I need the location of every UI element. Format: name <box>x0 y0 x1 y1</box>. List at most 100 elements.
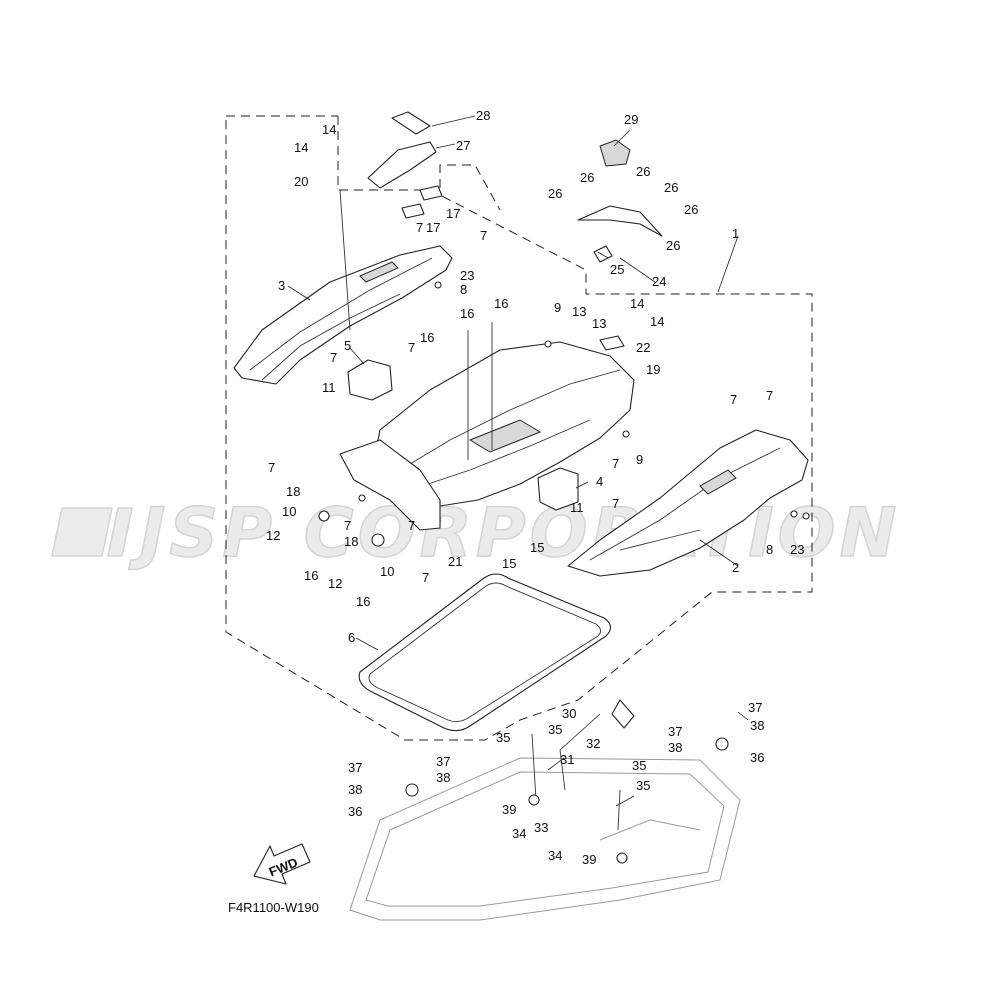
callout-26: 26 <box>548 186 562 201</box>
watermark: JSP CORPORATION <box>51 493 900 574</box>
clip-17b <box>419 185 443 201</box>
cap-29 <box>599 139 631 167</box>
callout-34: 34 <box>548 848 562 863</box>
callout-11: 11 <box>322 380 336 395</box>
callout-23: 23 <box>460 268 474 283</box>
callout-31: 31 <box>560 752 574 767</box>
right-side-cover <box>567 429 809 577</box>
left-bracket <box>339 439 441 531</box>
callout-2: 2 <box>732 560 739 575</box>
callout-26: 26 <box>666 238 680 253</box>
callout-35: 35 <box>632 758 646 773</box>
callout-21: 21 <box>448 554 462 569</box>
callout-23: 23 <box>790 542 804 557</box>
diagram-code: F4R1100-W190 <box>228 900 319 915</box>
callout-24: 24 <box>652 274 666 289</box>
callout-37: 37 <box>348 760 362 775</box>
assembly-outline <box>225 115 813 741</box>
callout-13: 13 <box>572 304 586 319</box>
callout-12: 12 <box>328 576 342 591</box>
callout-34: 34 <box>512 826 526 841</box>
callout-8: 8 <box>766 542 773 557</box>
callout-25: 25 <box>610 262 624 277</box>
callout-26: 26 <box>664 180 678 195</box>
clip-25 <box>593 245 613 263</box>
callout-26: 26 <box>684 202 698 217</box>
pad-4 <box>537 467 579 511</box>
fwd-arrow-icon: FWD <box>253 843 311 885</box>
callout-37: 37 <box>436 754 450 769</box>
callout-14: 14 <box>650 314 664 329</box>
callout-7: 7 <box>422 570 429 585</box>
callout-7: 7 <box>268 460 275 475</box>
callout-39: 39 <box>582 852 596 867</box>
callout-14: 14 <box>630 296 644 311</box>
callout-7: 7 <box>612 496 619 511</box>
callout-38: 38 <box>348 782 362 797</box>
callout-7: 7 <box>408 340 415 355</box>
callout-7: 7 <box>766 388 773 403</box>
callout-33: 33 <box>534 820 548 835</box>
callout-16: 16 <box>460 306 474 321</box>
callout-12: 12 <box>266 528 280 543</box>
callout-30: 30 <box>562 706 576 721</box>
callout-7: 7 <box>408 518 415 533</box>
bracket-24 <box>577 205 663 237</box>
pad-5 <box>347 359 393 401</box>
callout-7: 7 <box>730 392 737 407</box>
callout-16: 16 <box>356 594 370 609</box>
callout-17: 17 <box>426 220 440 235</box>
callout-14: 14 <box>322 122 336 137</box>
callout-6: 6 <box>348 630 355 645</box>
watermark-text: JSP CORPORATION <box>128 494 900 573</box>
callout-26: 26 <box>636 164 650 179</box>
callout-35: 35 <box>496 730 510 745</box>
plate-28 <box>391 111 431 135</box>
callout-29: 29 <box>624 112 638 127</box>
callout-37: 37 <box>748 700 762 715</box>
callout-37: 37 <box>668 724 682 739</box>
seal-6 <box>358 573 612 732</box>
callout-18: 18 <box>286 484 300 499</box>
left-side-cover <box>233 245 453 385</box>
callout-26: 26 <box>580 170 594 185</box>
callout-35: 35 <box>636 778 650 793</box>
callout-38: 38 <box>436 770 450 785</box>
callout-36: 36 <box>348 804 362 819</box>
callout-labels: 1 2 3 4 5 6 7 7 7 7 7 7 7 7 7 7 7 7 8 8 … <box>266 108 804 867</box>
callout-3: 3 <box>278 278 285 293</box>
callout-39: 39 <box>502 802 516 817</box>
callout-7: 7 <box>344 518 351 533</box>
callout-11: 11 <box>570 500 584 515</box>
callout-15: 15 <box>502 556 516 571</box>
callout-16: 16 <box>304 568 318 583</box>
handle-27 <box>367 141 437 189</box>
callout-15: 15 <box>530 540 544 555</box>
callout-27: 27 <box>456 138 470 153</box>
callout-7: 7 <box>612 456 619 471</box>
callout-38: 38 <box>750 718 764 733</box>
callout-20: 20 <box>294 174 308 189</box>
callout-13: 13 <box>592 316 606 331</box>
callout-7: 7 <box>330 350 337 365</box>
lower-hull-sketch <box>349 757 741 921</box>
callout-22: 22 <box>636 340 650 355</box>
callout-7: 7 <box>480 228 487 243</box>
callout-16: 16 <box>420 330 434 345</box>
callout-38: 38 <box>668 740 682 755</box>
callout-36: 36 <box>750 750 764 765</box>
callout-10: 10 <box>282 504 296 519</box>
callout-1: 1 <box>732 226 739 241</box>
callout-18: 18 <box>344 534 358 549</box>
callout-32: 32 <box>586 736 600 751</box>
callout-14: 14 <box>294 140 308 155</box>
callout-28: 28 <box>476 108 490 123</box>
callout-9: 9 <box>554 300 561 315</box>
callout-7: 7 <box>416 220 423 235</box>
cover-link-outline <box>439 164 501 211</box>
callout-10: 10 <box>380 564 394 579</box>
callout-4: 4 <box>596 474 603 489</box>
callout-19: 19 <box>646 362 660 377</box>
callout-5: 5 <box>344 338 351 353</box>
